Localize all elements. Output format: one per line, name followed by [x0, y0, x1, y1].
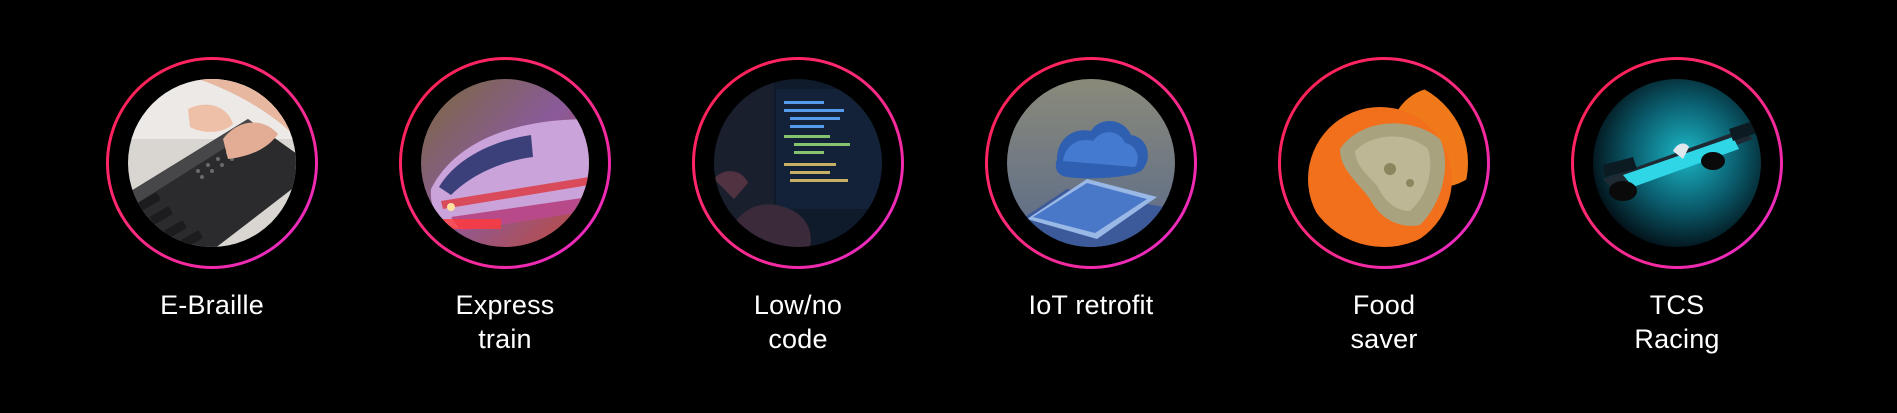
- feature-label: Express train: [455, 290, 555, 354]
- feature-label: Low/no code: [753, 290, 843, 354]
- moldy-orange-photo: [1300, 79, 1468, 247]
- feature-label: Food saver: [1350, 290, 1418, 354]
- feature-label: IoT retrofit: [1028, 290, 1154, 320]
- feature-item-express-train[interactable]: Express train: [355, 0, 655, 413]
- cloud-chip-photo: [1007, 79, 1175, 247]
- feature-item-e-braille[interactable]: E-Braille: [62, 0, 362, 413]
- feature-item-food-saver[interactable]: Food saver: [1234, 0, 1534, 413]
- formula-e-car-photo: [1593, 79, 1761, 247]
- coding-screen-photo: [714, 79, 882, 247]
- feature-label: TCS Racing: [1634, 290, 1720, 354]
- feature-item-tcs-racing[interactable]: TCS Racing: [1527, 0, 1827, 413]
- feature-item-iot-retrofit[interactable]: IoT retrofit: [941, 0, 1241, 413]
- express-train-photo: [421, 79, 589, 247]
- feature-label: E-Braille: [160, 290, 264, 320]
- braille-display-photo: [128, 79, 296, 247]
- feature-item-low-no-code[interactable]: Low/no code: [648, 0, 948, 413]
